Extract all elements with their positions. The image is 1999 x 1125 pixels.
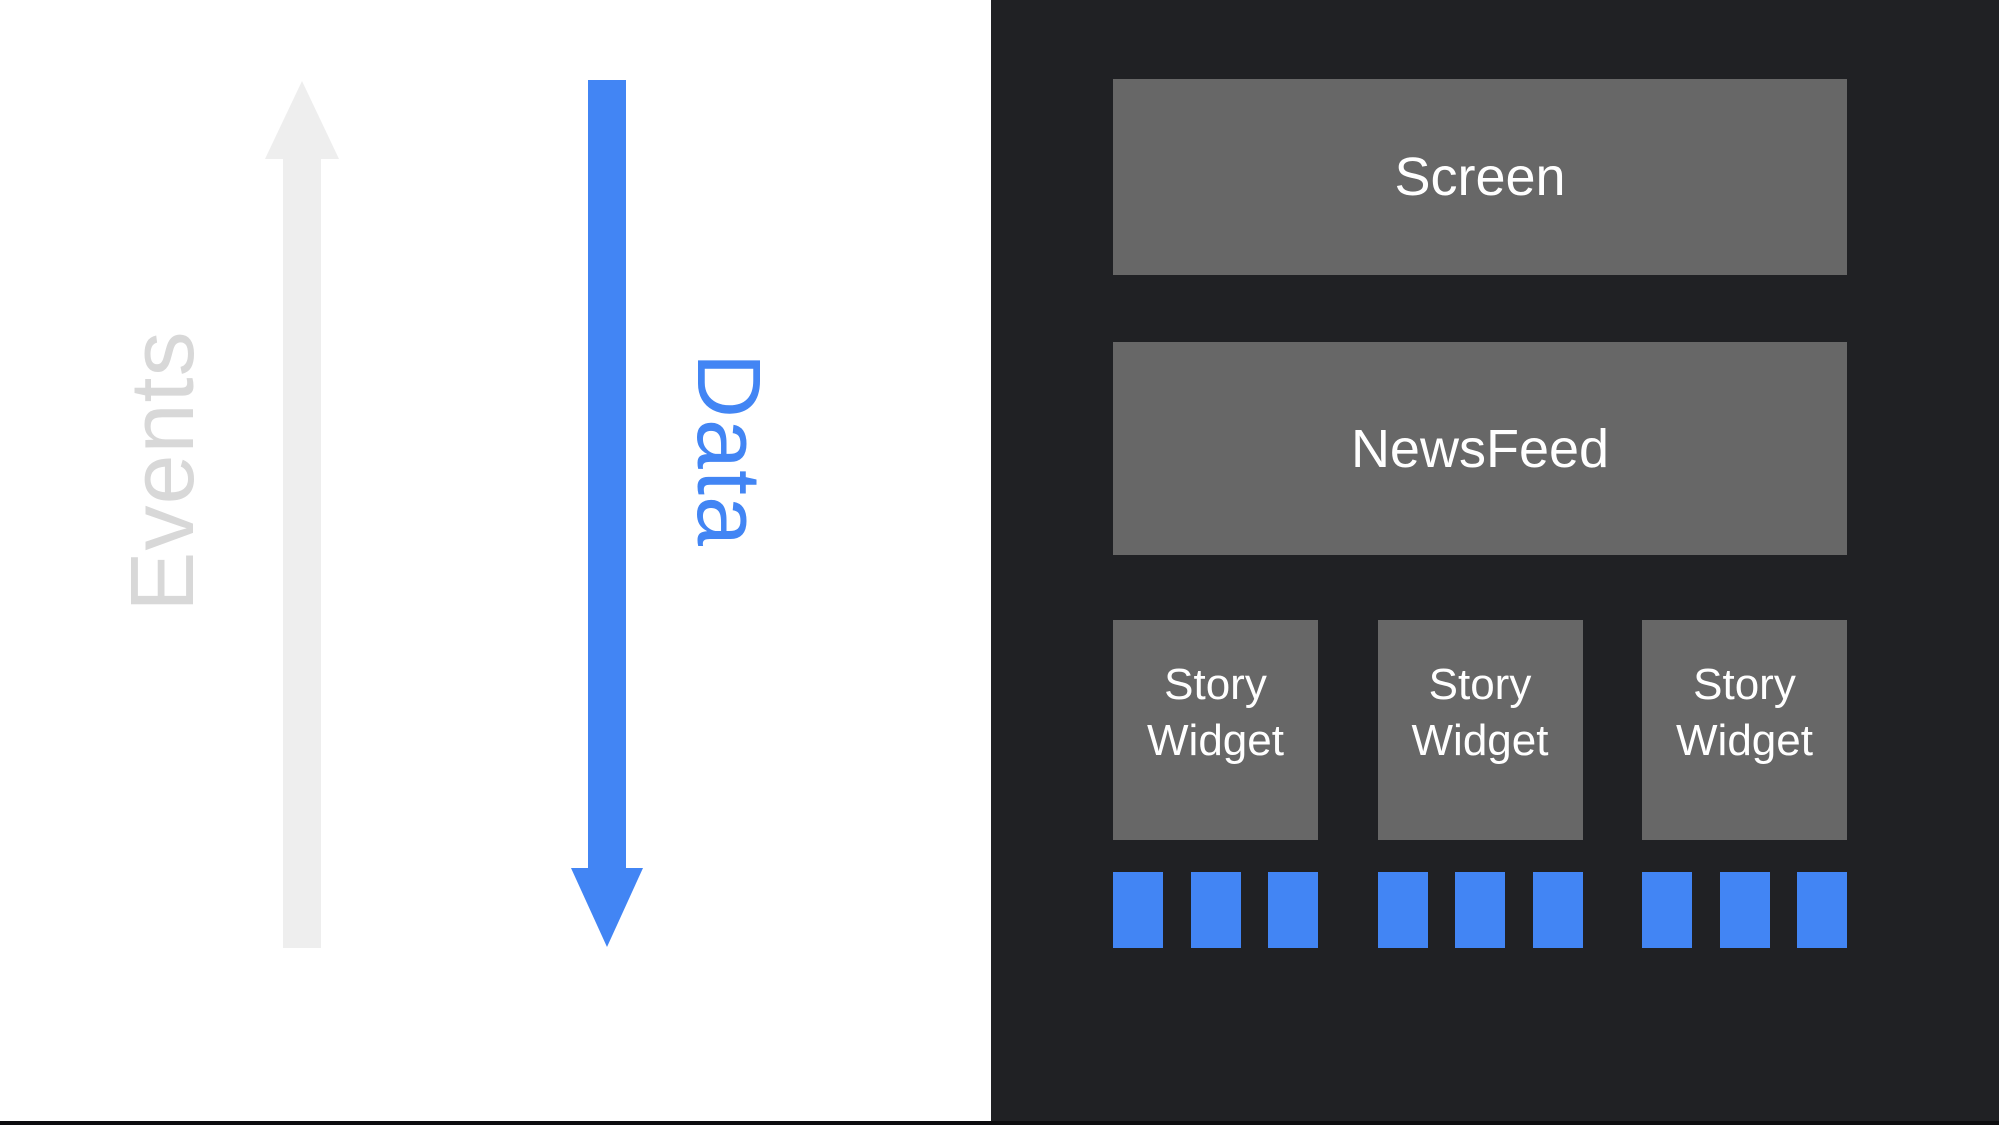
bottom-letterbox-bar: [0, 1121, 1999, 1125]
screen-box: Screen: [1113, 79, 1847, 275]
data-block: [1377, 872, 1428, 948]
data-block: [1113, 872, 1163, 948]
screen-box-label: Screen: [1394, 147, 1566, 207]
newsfeed-box-label: NewsFeed: [1350, 418, 1610, 479]
data-block-group-2: [1377, 872, 1583, 948]
data-block: [1190, 872, 1241, 948]
newsfeed-box: NewsFeed: [1113, 342, 1847, 555]
data-block: [1268, 872, 1318, 948]
data-block: [1797, 872, 1847, 948]
story-widget-box-3: Story Widget: [1642, 620, 1847, 840]
story-widget-box-1: Story Widget: [1113, 620, 1318, 840]
events-up-arrow-head-icon: [265, 81, 339, 159]
data-block: [1532, 872, 1583, 948]
story-widget-label: Story Widget: [1147, 660, 1284, 765]
widget-tree-panel: Screen NewsFeed Story Widget Story Widge…: [991, 0, 1999, 1121]
data-block: [1719, 872, 1770, 948]
data-down-arrow-shaft: [588, 80, 626, 869]
data-down-arrow-head-icon: [571, 868, 643, 947]
data-label: Data: [678, 352, 779, 548]
data-block: [1642, 872, 1692, 948]
story-widget-box-2: Story Widget: [1377, 620, 1583, 840]
story-widget-label: Story Widget: [1676, 660, 1813, 765]
data-block: [1455, 872, 1505, 948]
data-block-group-1: [1113, 872, 1318, 948]
left-panel: Events Data: [0, 0, 991, 1125]
data-block-group-3: [1642, 872, 1847, 948]
story-widget-row: Story Widget Story Widget Story Widget: [1113, 620, 1847, 840]
events-up-arrow-shaft: [283, 157, 321, 948]
data-blocks-row: [1113, 872, 1847, 948]
story-widget-label: Story Widget: [1411, 660, 1549, 765]
events-label: Events: [112, 330, 213, 612]
